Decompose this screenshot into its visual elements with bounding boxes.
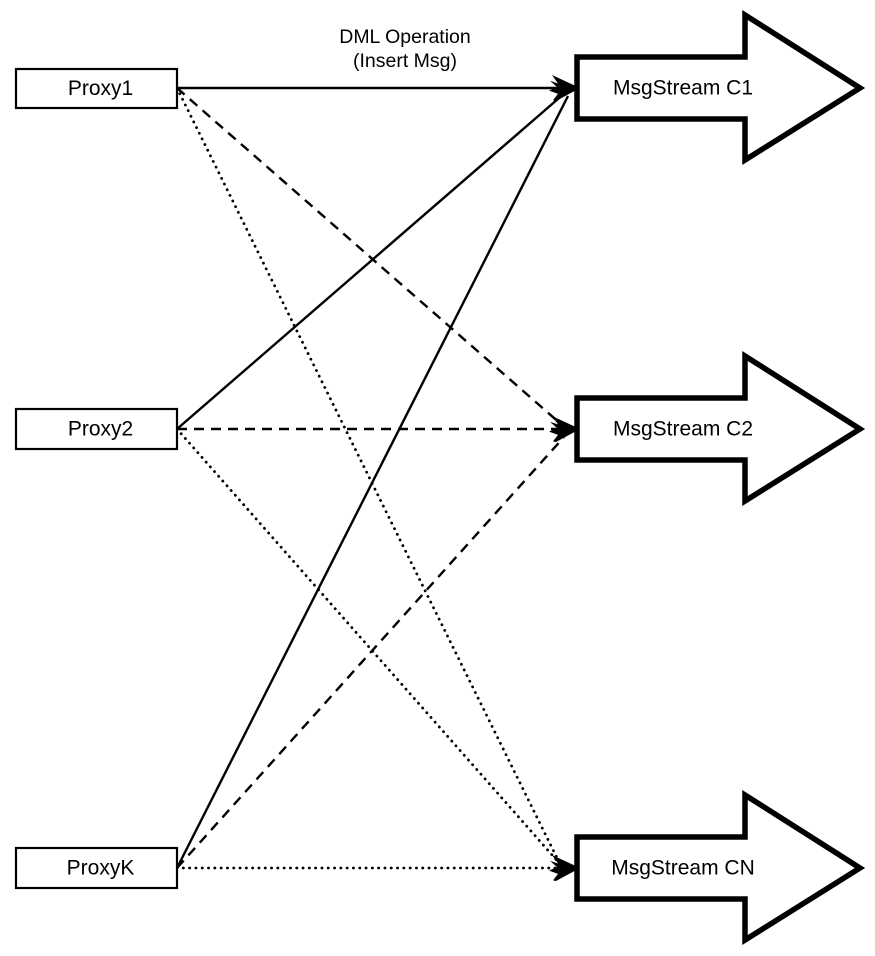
edge-proxy1-to-msgstream-cn [175,86,562,866]
msgstream-c1-arrow-shape[interactable] [574,9,866,165]
arrowheads-layer [549,75,580,881]
msgstream-cn-arrow-shape[interactable] [574,789,866,945]
msgstream-cn-label: MsgStream CN [611,857,755,880]
msgstream-c1-label: MsgStream C1 [613,77,753,100]
node-proxy1-box[interactable] [14,67,179,110]
edge-proxyk-to-msgstream-c2 [176,436,565,869]
edge-proxy1-to-msgstream-c2 [176,87,563,426]
msgstream-c2-arrow-shape[interactable] [574,350,866,506]
node-proxy1[interactable]: Proxy1 [14,67,179,110]
edge-proxy2-to-msgstream-c1 [176,91,567,430]
arrowhead-icon-msgstream-cn [549,855,580,881]
annotation-line-1: DML Operation [339,26,471,48]
node-proxy2[interactable]: Proxy2 [14,407,179,451]
node-proxyk-box[interactable] [14,846,179,890]
node-proxy1-label: Proxy1 [68,77,133,100]
targets-layer: MsgStream C1 MsgStream C2 MsgStream CN [574,9,866,945]
sources-layer: Proxy1 Proxy2 ProxyK [14,67,179,890]
msgstream-c2-label: MsgStream C2 [613,418,753,441]
annotation-dml-operation: DML Operation (Insert Msg) [339,26,471,72]
arrowhead-icon-msgstream-c1 [549,75,580,101]
edge-proxyk-to-msgstream-c1 [175,95,570,869]
edges-layer [175,86,570,870]
annotation-line-2: (Insert Msg) [353,50,457,72]
node-proxy2-label: Proxy2 [68,418,133,441]
node-proxyk[interactable]: ProxyK [14,846,179,890]
node-proxy2-box[interactable] [14,407,179,451]
arrowhead-icon-msgstream-c2 [549,416,580,442]
edge-proxy2-to-msgstream-cn [175,427,562,866]
node-msgstream-cn[interactable]: MsgStream CN [574,789,866,945]
node-msgstream-c1[interactable]: MsgStream C1 [574,9,866,165]
node-msgstream-c2[interactable]: MsgStream C2 [574,350,866,506]
node-proxyk-label: ProxyK [67,857,135,880]
